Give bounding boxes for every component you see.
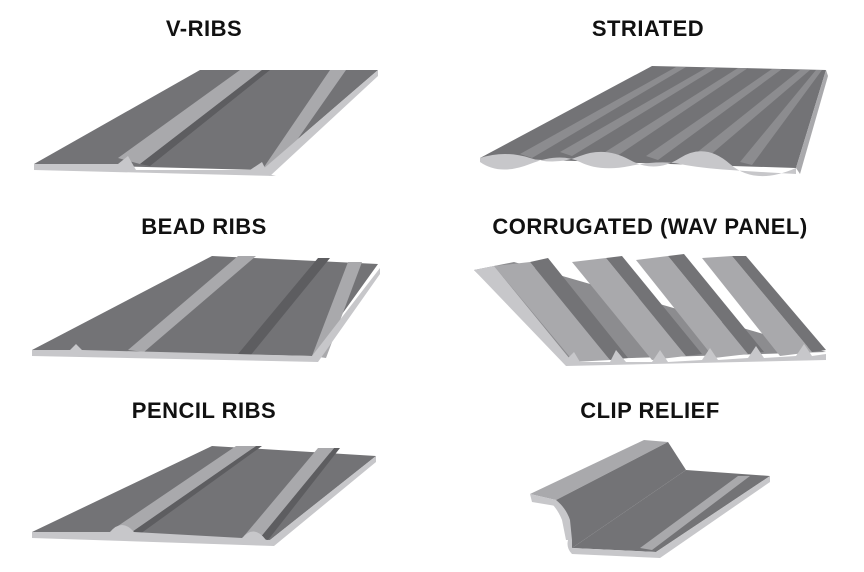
striated-label: STRIATED <box>591 16 705 41</box>
bead-ribs-label: BEAD RIBS <box>141 214 267 239</box>
pencil-ribs-label: PENCIL RIBS <box>131 398 277 423</box>
corrugated-label: CORRUGATED (WAV PANEL) <box>492 214 808 239</box>
v-ribs-label: V-RIBS <box>165 16 243 41</box>
clip-relief-label: CLIP RELIEF <box>580 398 720 423</box>
